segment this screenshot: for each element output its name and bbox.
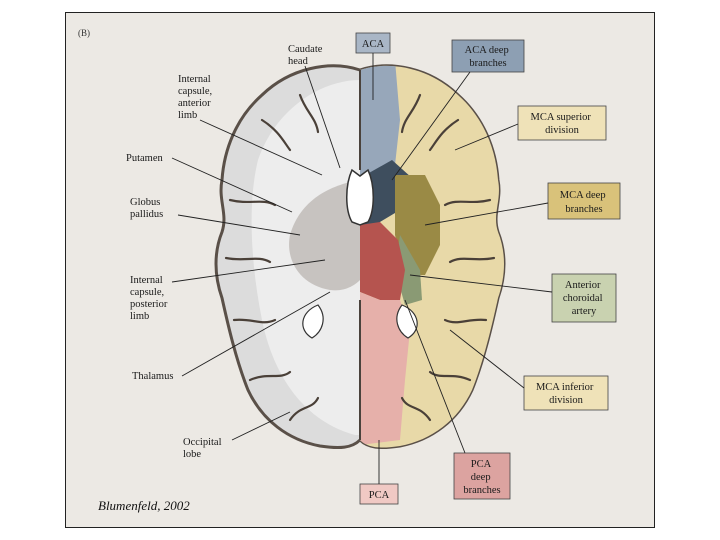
brain-section: [214, 64, 506, 450]
box-pca: PCA: [359, 483, 399, 505]
box-aca-deep-branches: ACA deep branches: [451, 39, 525, 73]
pca-deep-territory: [360, 222, 405, 300]
label-globus-pallidus: Globus pallidus: [130, 197, 163, 220]
left-leader-lines: [171, 65, 341, 441]
svg-text:Anterior choroidal: Anterior choroidal artery: [563, 280, 605, 317]
left-labels: Caudate head Internal capsule, anterior …: [126, 44, 325, 460]
svg-text:MCA inferior division: MCA inferior division: [536, 382, 596, 406]
box-anterior-choroidal: Anterior choroidal artery: [551, 273, 617, 323]
label-caudate-head: Caudate head: [288, 44, 325, 67]
box-mca-deep: MCA deep branches: [547, 182, 621, 220]
lateral-ventricle: [346, 168, 374, 226]
label-occipital-lobe: Occipital lobe: [183, 437, 224, 460]
posterior-horn-right: [396, 304, 418, 339]
svg-text:ACA: ACA: [362, 39, 385, 50]
figure-credit: Blumenfeld, 2002: [98, 498, 190, 513]
svg-text:ACA deep branches: ACA deep branches: [465, 45, 512, 69]
svg-text:PCA deep branc: PCA deep branches: [463, 459, 500, 496]
panel-letter: (B): [78, 28, 90, 38]
box-mca-inferior: MCA inferior division: [523, 375, 609, 411]
box-mca-superior: MCA superior division: [517, 105, 607, 141]
pca-territory: [360, 292, 410, 445]
box-aca: ACA: [355, 32, 391, 54]
label-internal-capsule-posterior: Internal capsule, posterior limb: [130, 275, 170, 322]
svg-text:MCA superior division: MCA superior division: [531, 112, 594, 136]
posterior-horn-left: [302, 304, 324, 339]
box-pca-deep: PCA deep branches: [453, 452, 511, 500]
mca-territory: [360, 65, 504, 448]
aca-territory: [360, 65, 400, 180]
vascular-territories: [360, 65, 504, 448]
territory-boxes: ACA ACA deep branches MCA superior divis…: [355, 32, 621, 505]
svg-text:MCA deep branches: MCA deep branches: [560, 190, 608, 215]
sulci: [224, 93, 496, 422]
right-leader-lines: [372, 53, 553, 484]
svg-text:PCA: PCA: [369, 490, 390, 501]
label-thalamus: Thalamus: [132, 371, 173, 382]
label-putamen: Putamen: [126, 153, 163, 164]
label-internal-capsule-anterior: Internal capsule, anterior limb: [178, 74, 215, 121]
